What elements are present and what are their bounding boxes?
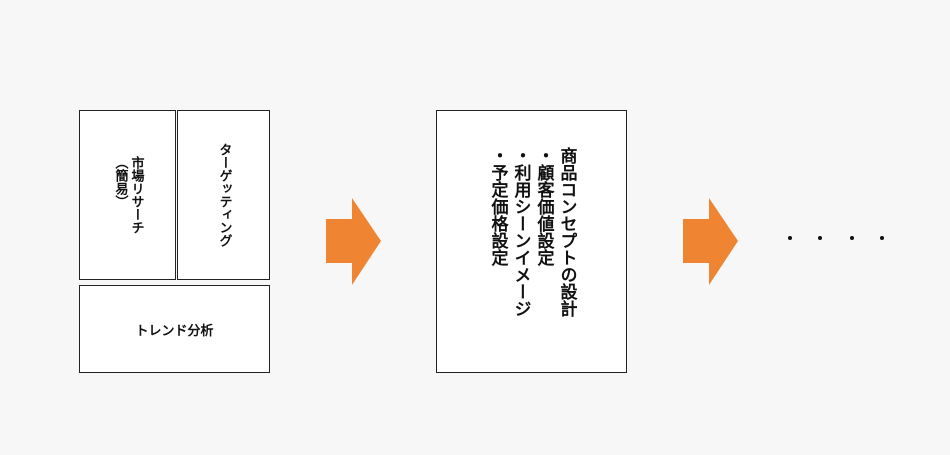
dot (788, 236, 792, 240)
concept-title: 商品コンセプトの設計 (556, 147, 577, 317)
trend-title: トレンド分析 (135, 323, 214, 339)
targeting-box: ターゲッティング (177, 110, 270, 280)
dot (880, 236, 884, 240)
concept-item: ・利用シーンイメージ (510, 147, 531, 317)
market-research-title: 市場リサーチ (128, 156, 144, 234)
targeting-title: ターゲッティング (216, 143, 232, 247)
dot (818, 236, 822, 240)
dot (850, 236, 854, 240)
concept-box: 商品コンセプトの設計 ・顧客価値設定 ・利用シーンイメージ ・予定価格設定 (436, 110, 627, 373)
market-research-box: 市場リサーチ（簡易） (79, 110, 176, 280)
market-research-text: 市場リサーチ（簡易） (112, 156, 144, 234)
arrow-right-icon (326, 198, 381, 285)
concept-item: ・予定価格設定 (487, 147, 508, 266)
trend-box: トレンド分析 (79, 285, 270, 373)
concept-item: ・顧客価値設定 (533, 147, 554, 266)
arrow-right-icon (683, 198, 738, 285)
concept-text: 商品コンセプトの設計 ・顧客価値設定 ・利用シーンイメージ ・予定価格設定 (486, 147, 578, 317)
market-research-sub: （簡易） (112, 156, 128, 208)
